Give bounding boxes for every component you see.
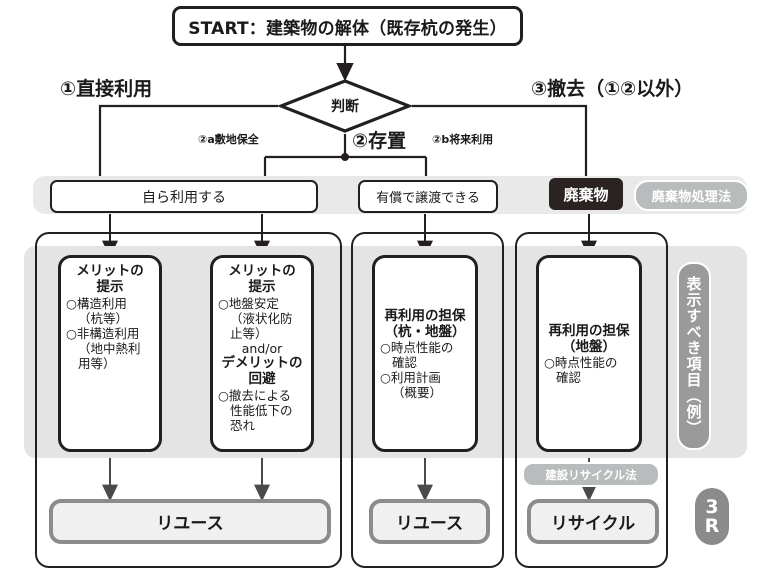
card-bullet-line: ○利用計画 — [380, 370, 441, 386]
card-bullet-line: ○時点性能の — [544, 355, 618, 371]
card-bullet-line: ○構造利用 — [66, 295, 127, 311]
card-title-line: 回避 — [248, 370, 276, 387]
badge-construction-recycle-law-label: 建設リサイクル法 — [545, 467, 637, 482]
card-bullet-line: 性能低下の — [230, 402, 293, 418]
card-bullet-line: 恐れ — [230, 417, 256, 433]
card-title-line: 再利用の担保 — [384, 307, 466, 324]
card-merit-store: メリットの提示 ○地盤安定（液状化防止等） and/or デメリットの回避 ○撤… — [210, 255, 314, 452]
column-container-paid-transfer — [351, 232, 504, 568]
card-bullet-line: （液状化防 — [230, 310, 293, 326]
column-container-waste — [515, 232, 668, 568]
card-title-line: メリットの — [76, 263, 144, 279]
side-vertical-label-text: 表示すべき項目（例） — [684, 276, 703, 436]
node-paid-transfer: 有償で譲渡できる — [358, 180, 498, 213]
outcome-reuse-left-label: リユース — [156, 514, 224, 534]
node-paid-transfer-label: 有償で譲渡できる — [376, 191, 480, 206]
branch-label-storage: ②存置 — [352, 130, 407, 152]
card-reuse-guarantee-pile-ground: 再利用の担保（杭・地盤） ○時点性能の確認○利用計画（概要） — [372, 255, 478, 452]
node-self-use-label: 自ら利用する — [142, 189, 226, 206]
card-merit-direct: メリットの提示 ○構造利用（杭等）○非構造利用（地中熱利用等） — [58, 255, 162, 452]
card-title-line: 提示 — [248, 278, 276, 295]
side-vertical-label-display-items: 表示すべき項目（例） — [677, 262, 711, 450]
card-title-line: （杭・地盤） — [384, 323, 466, 340]
badge-3r: 3 R — [695, 488, 729, 545]
node-self-use: 自ら利用する — [50, 180, 318, 213]
card-title: 再利用の担保（地盤） — [544, 322, 634, 356]
decision-diamond: 判断 — [278, 78, 412, 134]
badge-waste-disposal-law: 廃棄物処理法 — [634, 180, 749, 211]
badge-3r-top: 3 — [705, 495, 719, 518]
card-body: ○時点性能の確認○利用計画（概要） — [380, 340, 470, 400]
card-bullet-line: 止等） — [230, 325, 268, 341]
branch-label-removal: ③撤去（①②以外） — [531, 78, 694, 100]
card-title: メリットの提示 — [218, 263, 306, 296]
start-label: START：建築物の解体（既存杭の発生） — [188, 18, 507, 39]
card-body-secondary: ○撤去による性能低下の恐れ — [218, 388, 306, 433]
card-title-line: 提示 — [96, 278, 124, 295]
card-title: メリットの提示 — [66, 263, 154, 296]
badge-construction-recycle-law: 建設リサイクル法 — [522, 462, 660, 487]
start-node: START：建築物の解体（既存杭の発生） — [172, 6, 523, 46]
card-bullet-line: 用等） — [78, 355, 116, 371]
card-body: ○時点性能の確認 — [544, 355, 634, 385]
node-waste-label: 廃棄物 — [563, 185, 609, 204]
card-title-line: メリットの — [228, 263, 296, 279]
outcome-recycle-label: リサイクル — [550, 514, 636, 534]
card-title-line: （地盤） — [562, 338, 616, 355]
card-title: 再利用の担保（杭・地盤） — [380, 307, 470, 341]
card-title-line: 再利用の担保 — [548, 322, 630, 339]
card-bullet-line: （地中熱利 — [78, 340, 141, 356]
card-bullet-line: ○地盤安定 — [218, 295, 279, 311]
decision-label: 判断 — [331, 99, 359, 115]
outcome-recycle: リサイクル — [527, 499, 659, 544]
card-title-secondary: デメリットの回避 — [218, 354, 306, 388]
card-bullet-line: （概要） — [392, 385, 443, 401]
card-body: ○地盤安定（液状化防止等） — [218, 296, 306, 341]
badge-3r-bottom: R — [704, 514, 720, 537]
outcome-reuse-mid-label: リユース — [395, 514, 464, 534]
card-reuse-guarantee-ground: 再利用の担保（地盤） ○時点性能の確認 — [536, 255, 642, 452]
card-bullet-line: ○非構造利用 — [66, 325, 140, 341]
card-bullet-line: （杭等） — [78, 310, 129, 326]
branch-label-site-preservation: ②a敷地保全 — [198, 133, 259, 146]
outcome-reuse-left: リユース — [49, 499, 331, 544]
node-waste: 廃棄物 — [549, 178, 623, 210]
branch-label-future-use: ②b将来利用 — [432, 133, 494, 146]
column-container-direct-use — [35, 232, 342, 568]
card-body: ○構造利用（杭等）○非構造利用（地中熱利用等） — [66, 296, 154, 371]
badge-waste-disposal-law-label: 廃棄物処理法 — [651, 190, 732, 205]
card-bullet-line: 確認 — [392, 355, 418, 371]
branch-label-direct-use: ①直接利用 — [60, 78, 153, 100]
card-andor: and/or — [241, 340, 283, 356]
card-title-line: デメリットの — [221, 354, 303, 371]
card-bullet-line: ○時点性能の — [380, 340, 454, 356]
card-bullet-line: 確認 — [556, 370, 582, 386]
outcome-reuse-mid: リユース — [369, 499, 490, 544]
card-bullet-line: ○撤去による — [218, 387, 292, 403]
